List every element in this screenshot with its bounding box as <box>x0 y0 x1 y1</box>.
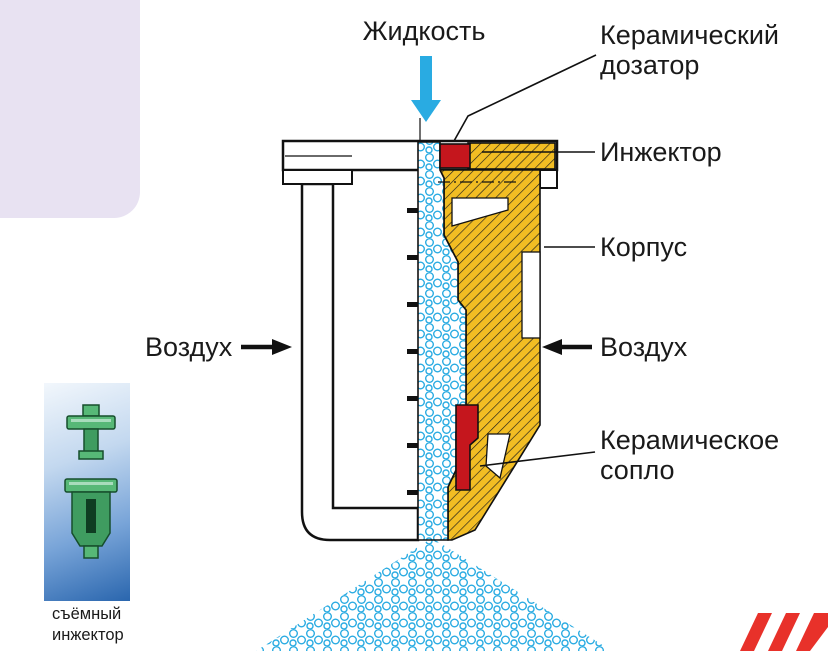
injector-inlet-notch <box>451 197 509 227</box>
outer-body-left-wall <box>300 182 420 542</box>
label-ceramic-doser-1: Керамический <box>600 20 779 50</box>
logo-fragment <box>740 613 828 651</box>
side-panel <box>44 383 130 601</box>
green-injector-bottom <box>64 478 118 559</box>
caption-removable-injector: съёмный инжектор <box>52 604 172 646</box>
lower-notch <box>485 433 511 480</box>
leader-ceramic-doser <box>453 54 597 142</box>
label-ceramic-nozzle-1: Керамическое <box>600 425 779 455</box>
body-groove <box>521 251 541 339</box>
label-injector: Инжектор <box>600 137 722 167</box>
caption-line-2: инжектор <box>52 626 124 644</box>
cap-right-step <box>539 169 558 189</box>
label-ceramic-nozzle-2: сопло <box>600 455 675 485</box>
green-injector-top <box>66 404 116 460</box>
air-arrow-left <box>241 339 292 355</box>
thread-notches <box>407 208 418 495</box>
ceramic-doser-insert <box>439 143 471 169</box>
label-body: Корпус <box>600 232 687 262</box>
ceramic-nozzle-insert <box>455 404 479 491</box>
leader-ceramic-nozzle <box>479 451 596 467</box>
liquid-flow-arrow <box>411 56 441 122</box>
lavender-panel <box>0 0 140 218</box>
green-parts-illustration <box>64 404 118 559</box>
label-liquid: Жидкость <box>363 16 486 46</box>
label-ceramic-doser-2: дозатор <box>600 50 699 80</box>
caption-line-1: съёмный <box>52 605 122 623</box>
liquid-channel <box>417 141 467 541</box>
label-air-left: Воздух <box>145 332 233 362</box>
spray-cone <box>256 538 612 651</box>
label-air-right: Воздух <box>600 332 688 362</box>
cap-yellow-strip <box>467 142 556 170</box>
air-arrow-right <box>542 339 592 355</box>
nozzle-cap-step <box>282 169 353 185</box>
